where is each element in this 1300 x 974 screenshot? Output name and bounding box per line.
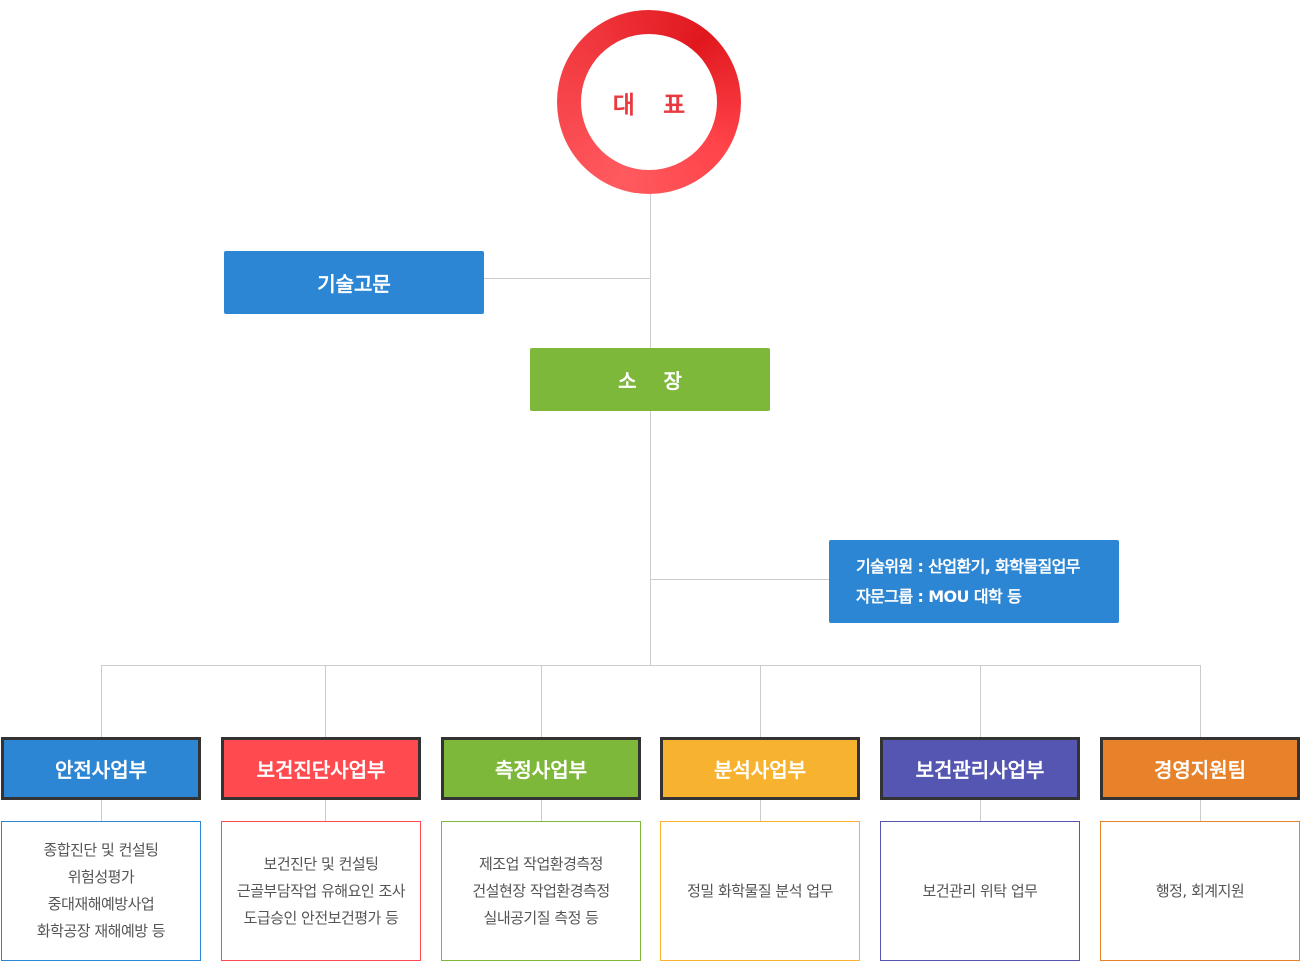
department-name: 경영지원팀	[1154, 758, 1246, 782]
connector-advisor	[484, 278, 651, 279]
advisor-node: 기술고문	[224, 251, 484, 314]
duty-item: 화학공장 재해예방 등	[36, 922, 166, 940]
connector-committee	[651, 579, 829, 580]
duty-item: 행정, 회계지원	[1155, 881, 1245, 900]
duty-item: 도급승인 안전보건평가 등	[243, 908, 399, 927]
duty-item: 종합진단 및 컨설팅	[43, 841, 159, 859]
department-safety: 안전사업부	[1, 737, 201, 800]
department-health-diagnosis-duties: 보건진단 및 컨설팅 근골부담작업 유해요인 조사 도급승인 안전보건평가 등	[221, 821, 421, 961]
duty-item: 보건관리 위탁 업무	[922, 881, 1038, 900]
department-management-support: 경영지원팀	[1100, 737, 1300, 800]
ceo-label: 대 표	[612, 90, 696, 119]
department-measurement-duties: 제조업 작업환경측정 건설현장 작업환경측정 실내공기질 측정 등	[441, 821, 641, 961]
department-health-management-duties: 보건관리 위탁 업무	[880, 821, 1080, 961]
department-health-management: 보건관리사업부	[880, 737, 1080, 800]
ceo-node: 대 표	[557, 10, 741, 194]
duty-item: 건설현장 작업환경측정	[472, 881, 610, 900]
department-name: 측정사업부	[495, 758, 587, 782]
department-health-diagnosis: 보건진단사업부	[221, 737, 421, 800]
department-name: 보건관리사업부	[915, 758, 1045, 782]
director-node: 소 장	[530, 348, 770, 411]
committee-line-2: 자문그룹 : MOU 대학 등	[856, 586, 1022, 606]
department-name: 보건진단사업부	[256, 758, 386, 782]
department-analysis-duties: 정밀 화학물질 분석 업무	[660, 821, 860, 961]
duty-item: 실내공기질 측정 등	[483, 908, 599, 927]
department-name: 분석사업부	[714, 758, 806, 782]
department-measurement: 측정사업부	[441, 737, 641, 800]
committee-node: 기술위원 : 산업환기, 화학물질업무 자문그룹 : MOU 대학 등	[829, 540, 1119, 623]
director-label: 소 장	[618, 369, 692, 393]
committee-line-1: 기술위원 : 산업환기, 화학물질업무	[856, 556, 1080, 576]
department-name: 안전사업부	[55, 758, 147, 782]
advisor-label: 기술고문	[317, 272, 391, 296]
connector-department-bus	[101, 665, 1201, 666]
department-safety-duties: 종합진단 및 컨설팅 위험성평가 중대재해예방사업 화학공장 재해예방 등	[1, 821, 201, 961]
department-management-support-duties: 행정, 회계지원	[1100, 821, 1300, 961]
connector-ceo-to-branch	[650, 194, 651, 665]
duty-item: 위험성평가	[67, 868, 135, 886]
duty-item: 정밀 화학물질 분석 업무	[687, 881, 833, 900]
department-analysis: 분석사업부	[660, 737, 860, 800]
duty-item: 중대재해예방사업	[47, 895, 155, 913]
duty-item: 근골부담작업 유해요인 조사	[236, 881, 406, 900]
ceo-node-center: 대 표	[581, 34, 717, 170]
duty-item: 보건진단 및 컨설팅	[263, 854, 379, 873]
duty-item: 제조업 작업환경측정	[479, 854, 603, 873]
